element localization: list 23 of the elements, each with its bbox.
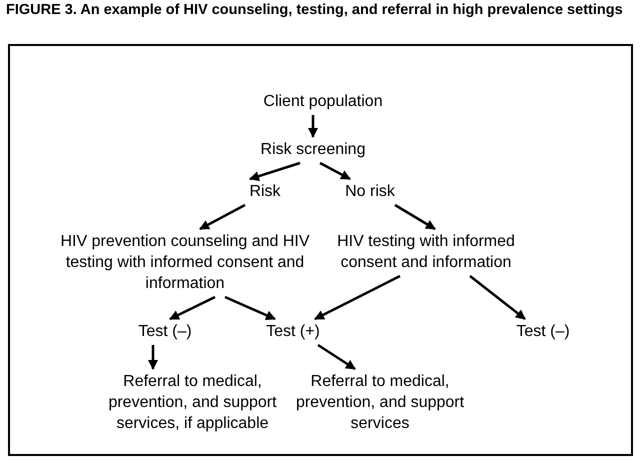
flow-step-text: Test (–) xyxy=(138,323,192,340)
arrow xyxy=(314,274,401,320)
flow-step-text: Risk screening xyxy=(260,141,366,158)
arrow xyxy=(319,162,351,180)
flow-step-text: Referral to medical, prevention, and support services, if applicable xyxy=(108,373,277,432)
flow-step-text: HIV prevention counseling and HIV testing with informed consent and information xyxy=(60,233,310,292)
flow-step-text: Referral to medical, prevention, and support services xyxy=(296,373,464,432)
arrow xyxy=(469,275,526,320)
flow-step-text: HIV testing with informed consent and information xyxy=(337,233,515,271)
flow-step-text: Risk xyxy=(249,183,281,200)
flow-step-text: No risk xyxy=(345,183,395,200)
arrow xyxy=(317,344,356,370)
flow-step-text: Client population xyxy=(263,93,383,110)
figure-title: FIGURE 3. An example of HIV counseling, testing, and referral in high prevalence settings xyxy=(6,2,624,19)
arrow xyxy=(224,296,276,320)
flow-step-text: Test (+) xyxy=(266,323,320,340)
arrow xyxy=(199,204,246,230)
arrow xyxy=(249,162,300,182)
arrow xyxy=(394,204,436,230)
arrow xyxy=(308,115,318,138)
flow-step-text: Test (–) xyxy=(516,323,570,340)
arrow xyxy=(148,345,158,370)
arrow xyxy=(169,296,216,320)
